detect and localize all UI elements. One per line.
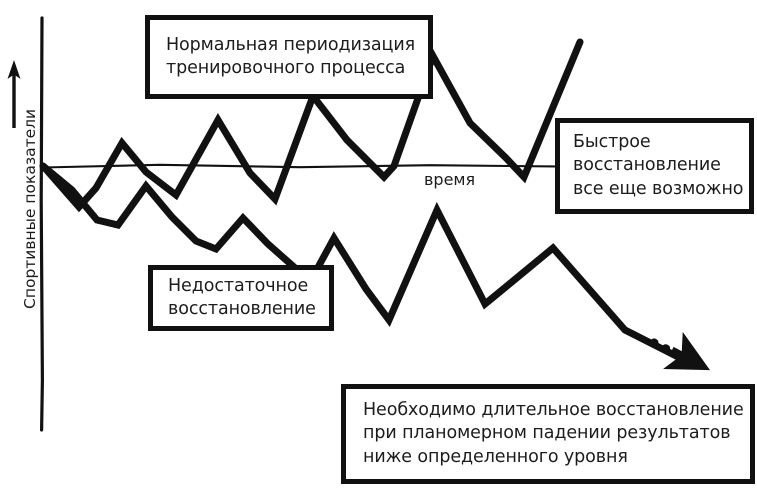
callout-normal-periodization: Нормальная периодизация тренировочного п… [145, 15, 433, 99]
baseline-reference [42, 163, 568, 169]
y-axis-arrow-icon [7, 60, 21, 128]
series-normal-periodization [39, 38, 584, 213]
y-axis-label: Спортивные показатели [21, 108, 39, 309]
callout-insufficient-recovery: Недостаточное восстановление [148, 265, 334, 331]
y-axis-line [39, 16, 45, 432]
callout-fast-recovery: Быстрое восстановление все еще возможно [555, 118, 754, 214]
x-axis-label: время [424, 170, 476, 189]
downtrend-arrow-icon [663, 331, 711, 371]
callout-long-recovery: Необходимо длительное восстановление при… [341, 384, 755, 484]
